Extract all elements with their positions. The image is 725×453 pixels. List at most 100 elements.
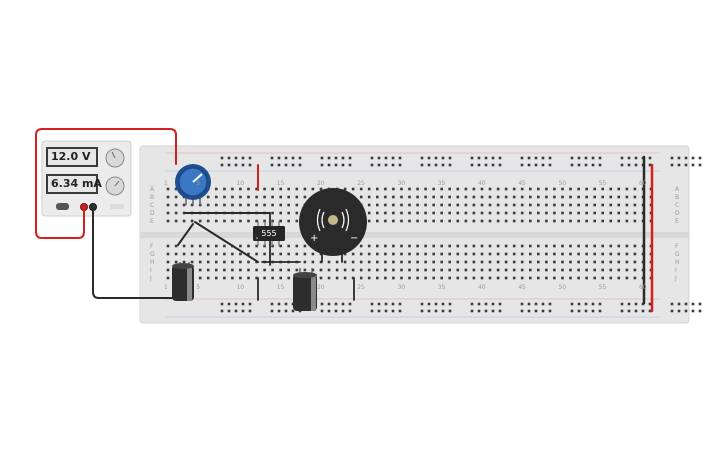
- breadboard-hole[interactable]: [456, 187, 460, 191]
- rail-hole[interactable]: [248, 309, 252, 313]
- rail-hole[interactable]: [384, 302, 388, 306]
- breadboard-hole[interactable]: [577, 187, 580, 191]
- breadboard-hole[interactable]: [537, 244, 540, 248]
- rail-hole[interactable]: [441, 309, 445, 313]
- breadboard-hole[interactable]: [384, 203, 387, 207]
- breadboard-hole[interactable]: [215, 187, 218, 191]
- rail-hole[interactable]: [591, 156, 595, 160]
- rail-hole[interactable]: [527, 302, 531, 306]
- rail-hole[interactable]: [548, 309, 552, 313]
- breadboard-hole[interactable]: [255, 203, 258, 207]
- breadboard-hole[interactable]: [311, 252, 315, 256]
- rail-hole[interactable]: [334, 302, 338, 306]
- breadboard-hole[interactable]: [520, 260, 524, 264]
- rail-hole[interactable]: [220, 309, 224, 313]
- breadboard-hole[interactable]: [384, 252, 387, 256]
- breadboard-hole[interactable]: [384, 268, 387, 272]
- breadboard-hole[interactable]: [464, 244, 468, 248]
- breadboard-hole[interactable]: [601, 219, 604, 223]
- breadboard-hole[interactable]: [247, 252, 250, 256]
- breadboard-hole[interactable]: [263, 195, 266, 199]
- rail-hole[interactable]: [691, 302, 695, 306]
- breadboard-hole[interactable]: [351, 187, 355, 191]
- breadboard-hole[interactable]: [496, 203, 500, 207]
- rail-hole[interactable]: [648, 309, 652, 313]
- rail-hole[interactable]: [698, 156, 702, 160]
- breadboard-hole[interactable]: [408, 268, 411, 272]
- capacitor-1[interactable]: [172, 262, 194, 301]
- breadboard-hole[interactable]: [182, 260, 186, 264]
- breadboard-hole[interactable]: [504, 187, 508, 191]
- breadboard-hole[interactable]: [601, 260, 604, 264]
- breadboard-hole[interactable]: [239, 195, 242, 199]
- breadboard-hole[interactable]: [416, 260, 419, 264]
- breadboard-hole[interactable]: [512, 203, 516, 207]
- breadboard-hole[interactable]: [239, 268, 242, 272]
- rail-hole[interactable]: [527, 163, 531, 167]
- rail-hole[interactable]: [341, 302, 345, 306]
- rail-hole[interactable]: [220, 156, 224, 160]
- rail-hole[interactable]: [291, 156, 295, 160]
- rail-hole[interactable]: [384, 309, 388, 313]
- breadboard-hole[interactable]: [601, 211, 604, 215]
- rail-hole[interactable]: [677, 163, 681, 167]
- breadboard-hole[interactable]: [206, 252, 210, 256]
- breadboard-hole[interactable]: [392, 260, 395, 264]
- breadboard-hole[interactable]: [376, 211, 379, 215]
- rail-hole[interactable]: [370, 163, 374, 167]
- rail-hole[interactable]: [227, 309, 231, 313]
- breadboard-hole[interactable]: [577, 211, 580, 215]
- breadboard-hole[interactable]: [279, 276, 282, 280]
- rail-hole[interactable]: [434, 163, 438, 167]
- breadboard-hole[interactable]: [633, 276, 637, 280]
- rail-hole[interactable]: [527, 156, 531, 160]
- breadboard-hole[interactable]: [512, 260, 516, 264]
- breadboard-hole[interactable]: [512, 252, 516, 256]
- rail-hole[interactable]: [391, 156, 395, 160]
- breadboard-hole[interactable]: [601, 203, 604, 207]
- breadboard-hole[interactable]: [593, 244, 596, 248]
- breadboard-hole[interactable]: [408, 244, 411, 248]
- breadboard-hole[interactable]: [577, 276, 580, 280]
- rail-hole[interactable]: [384, 156, 388, 160]
- breadboard-hole[interactable]: [472, 252, 476, 256]
- breadboard-hole[interactable]: [424, 195, 427, 199]
- breadboard-hole[interactable]: [553, 203, 556, 207]
- breadboard-hole[interactable]: [247, 203, 250, 207]
- breadboard-hole[interactable]: [561, 252, 564, 256]
- rail-hole[interactable]: [470, 163, 474, 167]
- breadboard-hole[interactable]: [295, 203, 299, 207]
- breadboard-hole[interactable]: [520, 276, 524, 280]
- breadboard-hole[interactable]: [376, 268, 379, 272]
- breadboard-hole[interactable]: [448, 219, 451, 223]
- breadboard-hole[interactable]: [440, 244, 443, 248]
- breadboard-hole[interactable]: [456, 211, 460, 215]
- breadboard-hole[interactable]: [448, 276, 451, 280]
- breadboard-hole[interactable]: [319, 252, 323, 256]
- breadboard-hole[interactable]: [553, 260, 556, 264]
- rail-hole[interactable]: [577, 309, 581, 313]
- breadboard-hole[interactable]: [633, 211, 637, 215]
- breadboard-hole[interactable]: [545, 276, 548, 280]
- breadboard-hole[interactable]: [367, 187, 371, 191]
- breadboard-hole[interactable]: [472, 276, 476, 280]
- breadboard-hole[interactable]: [529, 276, 532, 280]
- breadboard-hole[interactable]: [440, 219, 443, 223]
- breadboard-hole[interactable]: [488, 268, 492, 272]
- breadboard-hole[interactable]: [633, 244, 637, 248]
- breadboard-hole[interactable]: [400, 211, 403, 215]
- breadboard-hole[interactable]: [279, 244, 282, 248]
- breadboard-hole[interactable]: [343, 252, 347, 256]
- rail-hole[interactable]: [641, 309, 645, 313]
- breadboard-hole[interactable]: [327, 276, 331, 280]
- breadboard-hole[interactable]: [239, 252, 242, 256]
- breadboard-hole[interactable]: [263, 268, 266, 272]
- breadboard-hole[interactable]: [440, 276, 443, 280]
- rail-hole[interactable]: [534, 309, 538, 313]
- rail-hole[interactable]: [398, 163, 402, 167]
- breadboard-hole[interactable]: [343, 260, 347, 264]
- breadboard-hole[interactable]: [504, 268, 508, 272]
- breadboard-hole[interactable]: [456, 252, 460, 256]
- breadboard-hole[interactable]: [537, 219, 540, 223]
- breadboard-hole[interactable]: [279, 211, 282, 215]
